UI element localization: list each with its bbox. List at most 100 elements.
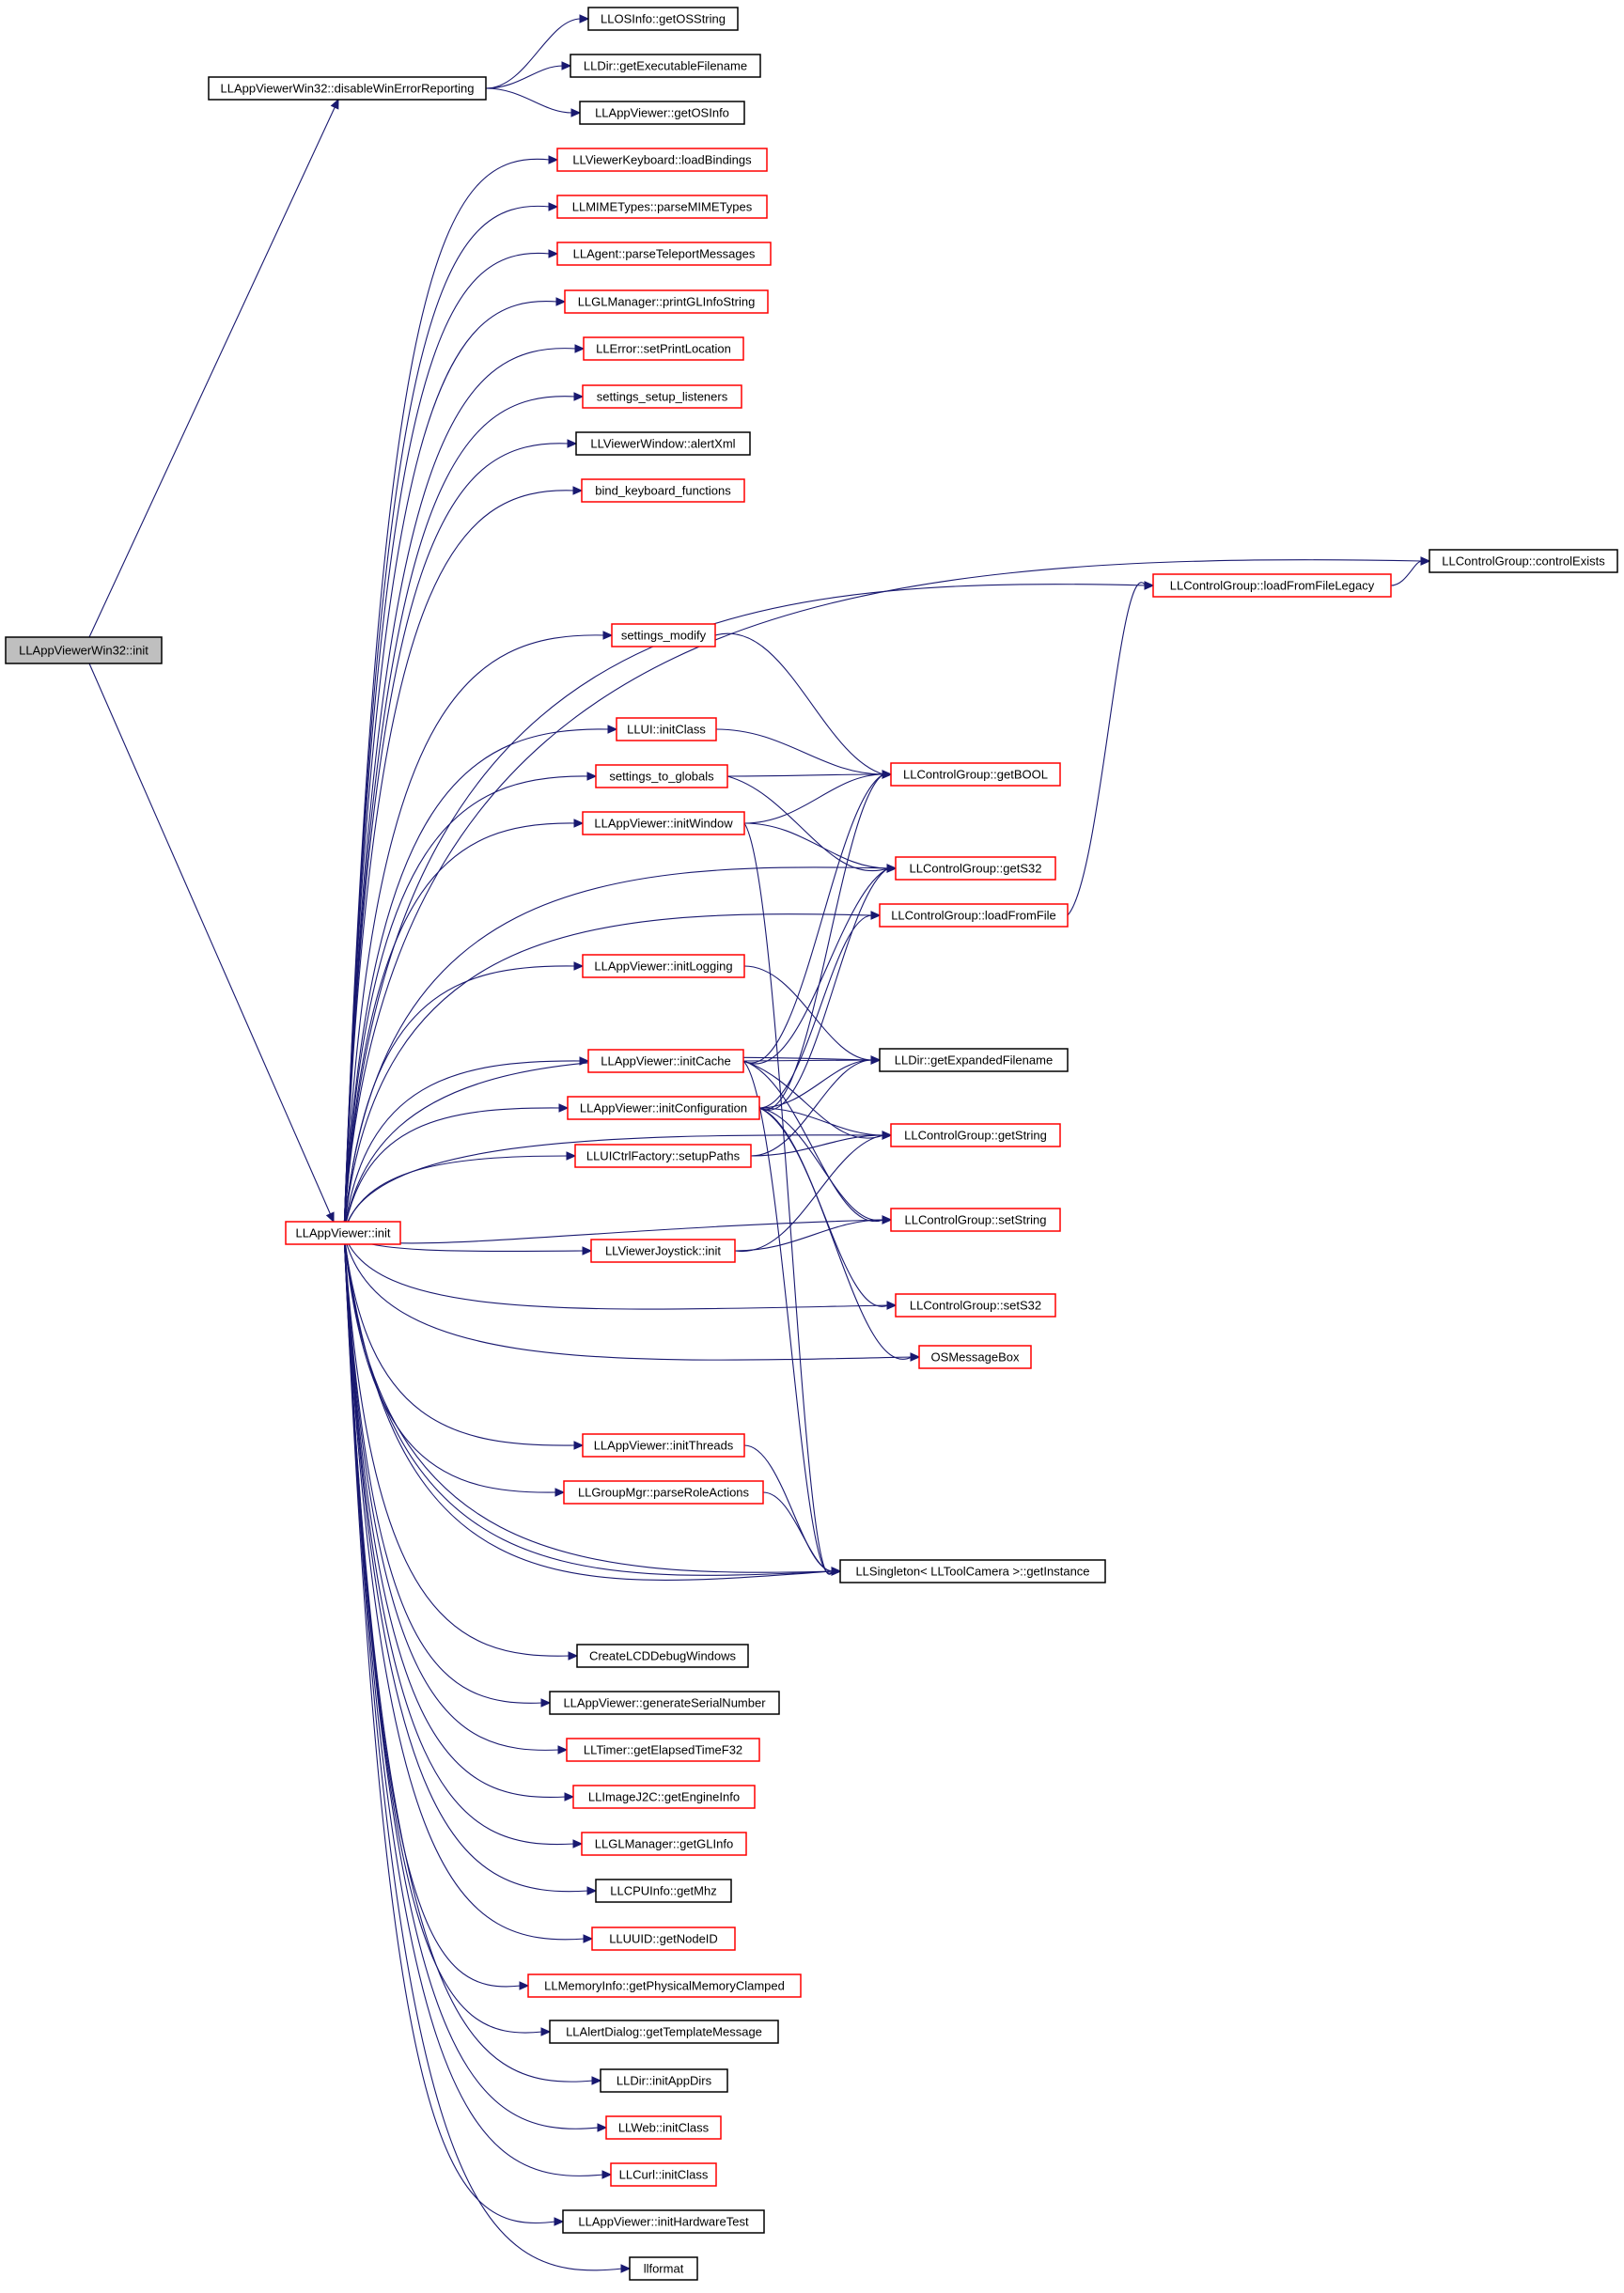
node-setuppaths[interactable]: LLUICtrlFactory::setupPaths	[574, 1144, 752, 1168]
node-alertxml[interactable]: LLViewerWindow::alertXml	[575, 431, 751, 456]
edge-threads-to-singleton	[743, 1444, 834, 1572]
node-roleact[interactable]: LLGroupMgr::parseRoleActions	[563, 1480, 764, 1505]
node-box	[563, 1480, 764, 1505]
node-threads[interactable]: LLAppViewer::initThreads	[582, 1433, 745, 1458]
node-label: LLGroupMgr::parseRoleActions	[578, 1486, 750, 1500]
arrowhead	[572, 1839, 584, 1848]
node-printloc[interactable]: LLError::setPrintLocation	[583, 336, 744, 361]
arrowhead	[582, 1246, 593, 1256]
edge-initwin-to-getbool	[743, 773, 884, 824]
arrowhead	[579, 14, 590, 23]
node-ctrlexists[interactable]: LLControlGroup::controlExists	[1429, 549, 1618, 573]
node-hwtest[interactable]: LLAppViewer::initHardwareTest	[562, 2209, 765, 2234]
node-getstring[interactable]: LLControlGroup::getString	[890, 1123, 1061, 1147]
node-loadlegacy[interactable]: LLControlGroup::loadFromFileLegacy	[1152, 573, 1392, 598]
node-label: LLAppViewer::getOSInfo	[595, 106, 729, 120]
node-label: LLControlGroup::controlExists	[1442, 554, 1605, 569]
node-label: LLOSInfo::getOSString	[601, 12, 726, 26]
node-glinfostr[interactable]: LLGLManager::printGLInfoString	[564, 289, 769, 314]
node-singleton[interactable]: LLSingleton< LLToolCamera >::getInstance	[839, 1559, 1106, 1583]
node-nodeid[interactable]: LLUUID::getNodeID	[591, 1926, 736, 1951]
edge-appinit-to-roleact	[343, 1232, 557, 1493]
node-disable[interactable]: LLAppViewerWin32::disableWinErrorReporti…	[208, 76, 487, 101]
node-elapsed[interactable]: LLTimer::getElapsedTimeF32	[566, 1738, 760, 1762]
node-label: LLControlGroup::getS32	[910, 862, 1042, 876]
node-appinit[interactable]: LLAppViewer::init	[285, 1221, 401, 1245]
node-appdirs[interactable]: LLDir::initAppDirs	[600, 2068, 728, 2093]
node-webinit[interactable]: LLWeb::initClass	[605, 2115, 722, 2140]
node-label: LLAppViewer::initHardwareTest	[578, 2215, 749, 2229]
node-box	[890, 762, 1061, 787]
node-box	[527, 1973, 802, 1998]
node-box	[582, 1433, 745, 1458]
node-exefile[interactable]: LLDir::getExecutableFilename	[570, 54, 761, 78]
node-label: LLDir::initAppDirs	[617, 2074, 712, 2088]
node-uiinit[interactable]: LLUI::initClass	[616, 717, 717, 741]
node-curlinit[interactable]: LLCurl::initClass	[610, 2162, 717, 2187]
edge-appinit-to-serial	[343, 1232, 543, 1704]
node-label: LLAppViewerWin32::init	[19, 644, 148, 658]
arrowhead	[573, 1441, 585, 1450]
node-label: LLViewerJoystick::init	[605, 1244, 721, 1258]
node-teleport[interactable]: LLAgent::parseTeleportMessages	[556, 242, 772, 266]
node-box	[587, 1049, 744, 1073]
arrowhead	[570, 108, 582, 117]
node-label: LLMIMETypes::parseMIMETypes	[572, 200, 753, 214]
node-initwin[interactable]: LLAppViewer::initWindow	[582, 811, 745, 835]
node-label: LLAppViewer::init	[296, 1226, 391, 1240]
node-label: LLUICtrlFactory::setupPaths	[586, 1149, 741, 1163]
node-setmodify[interactable]: settings_modify	[611, 623, 716, 647]
node-gets32[interactable]: LLControlGroup::getS32	[895, 856, 1056, 881]
arrowhead	[607, 725, 618, 734]
node-mhz[interactable]: LLCPUInfo::getMhz	[595, 1879, 732, 1903]
node-lcd[interactable]: CreateLCDDebugWindows	[576, 1644, 749, 1668]
node-box	[575, 431, 751, 456]
arrowhead	[554, 2217, 565, 2226]
node-j2c[interactable]: LLImageJ2C::getEngineInfo	[572, 1785, 756, 1809]
node-label: LLControlGroup::loadFromFileLegacy	[1170, 579, 1375, 593]
node-sets32[interactable]: LLControlGroup::setS32	[895, 1293, 1056, 1318]
node-getbool[interactable]: LLControlGroup::getBOOL	[890, 762, 1061, 787]
edge-joystick-to-getstring	[734, 1134, 884, 1252]
node-template[interactable]: LLAlertDialog::getTemplateMessage	[549, 2020, 779, 2044]
node-joystick[interactable]: LLViewerJoystick::init	[590, 1239, 736, 1263]
edge-initconfig-to-gets32	[758, 867, 889, 1111]
node-label: llformat	[644, 2262, 684, 2276]
edge-appinit-to-settingslisten	[343, 396, 576, 1234]
node-initcache[interactable]: LLAppViewer::initCache	[587, 1049, 744, 1073]
node-llformat[interactable]: llformat	[629, 2256, 698, 2281]
node-win32init[interactable]: LLAppViewerWin32::init	[5, 636, 163, 664]
node-box	[574, 1144, 752, 1168]
node-setglobals[interactable]: settings_to_globals	[595, 764, 728, 788]
node-box	[629, 2256, 698, 2281]
node-osstring[interactable]: LLOSInfo::getOSString	[587, 7, 739, 31]
edge-appinit-to-printloc	[343, 348, 577, 1234]
node-loadbind[interactable]: LLViewerKeyboard::loadBindings	[556, 148, 768, 172]
node-box	[579, 101, 745, 125]
node-bindkey[interactable]: bind_keyboard_functions	[581, 478, 745, 503]
node-getosinfo[interactable]: LLAppViewer::getOSInfo	[579, 101, 745, 125]
node-loadfile[interactable]: LLControlGroup::loadFromFile	[879, 903, 1069, 928]
edge-appinit-to-alertxml	[343, 443, 570, 1234]
node-settingslisten[interactable]: settings_setup_listeners	[582, 384, 742, 409]
arrowhead	[548, 249, 559, 258]
edge-appinit-to-loadbind	[343, 158, 551, 1234]
node-serial[interactable]: LLAppViewer::generateSerialNumber	[549, 1691, 780, 1715]
edge-appinit-to-initwin	[343, 822, 576, 1234]
edge-appinit-to-appdirs	[343, 1232, 594, 2082]
edge-appinit-to-glinfostr	[343, 300, 558, 1234]
edge-appinit-to-setglobals	[343, 775, 589, 1234]
node-setstring[interactable]: LLControlGroup::setString	[890, 1208, 1061, 1232]
node-expfile[interactable]: LLDir::getExpandedFilename	[879, 1048, 1069, 1072]
node-mime[interactable]: LLMIMETypes::parseMIMETypes	[556, 195, 768, 219]
node-box	[839, 1559, 1106, 1583]
node-box	[572, 1785, 756, 1809]
edge-appinit-to-setmodify	[343, 634, 605, 1234]
node-initconfig[interactable]: LLAppViewer::initConfiguration	[567, 1096, 760, 1120]
node-physmem[interactable]: LLMemoryInfo::getPhysicalMemoryClamped	[527, 1973, 802, 1998]
node-box	[582, 384, 742, 409]
node-glinfo[interactable]: LLGLManager::getGLInfo	[581, 1832, 747, 1856]
node-initlog[interactable]: LLAppViewer::initLogging	[582, 954, 745, 978]
edge-setmodify-to-getbool	[714, 632, 884, 775]
node-msgbox[interactable]: OSMessageBox	[918, 1345, 1032, 1369]
